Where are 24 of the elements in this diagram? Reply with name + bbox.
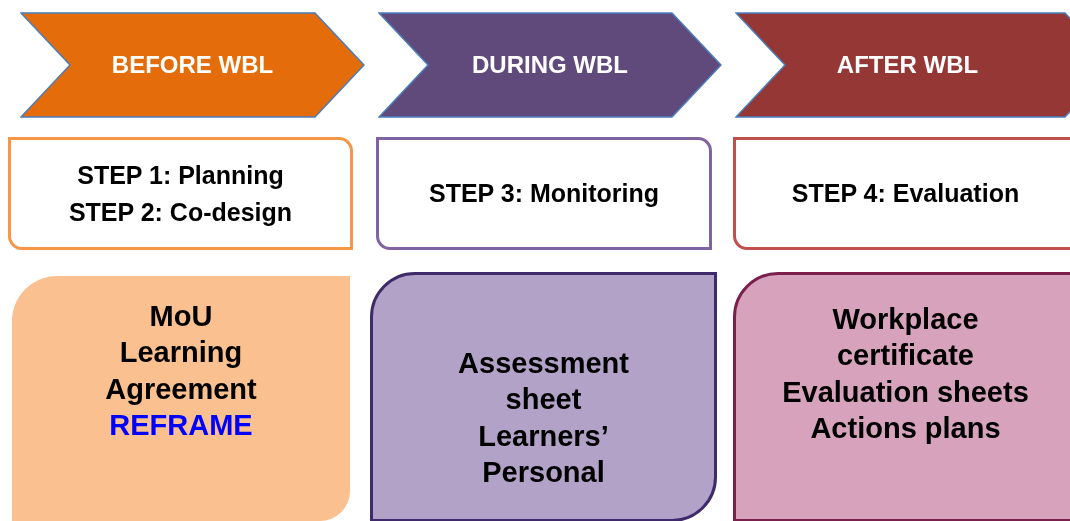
step-label: STEP 4: Evaluation [791,178,1020,210]
content-text: Evaluation sheets [782,374,1029,410]
step-box [376,137,712,250]
step-label: STEP 3: Monitoring [428,178,660,210]
content-text: Learners’ Personal [477,418,610,490]
phase-banner [378,12,722,118]
banner-label: DURING WBL [472,49,628,80]
content-text: Learning Agreement [104,335,258,407]
content-text: MoU [149,299,213,334]
content-box [733,272,1070,521]
content-box [12,276,350,521]
step-label: STEP 1: Planning [77,160,284,192]
content-text: Actions plans [810,410,1001,446]
content-text: Assessment sheet [457,346,630,418]
step-box [8,137,353,250]
banner-label: BEFORE WBL [111,49,274,80]
step-box [733,137,1070,250]
content-text: Workplace certificate [831,302,980,374]
content-box [370,272,717,521]
step-label: STEP 2: Co-design [68,196,293,228]
banner-label: AFTER WBL [836,49,979,80]
phase-banner [20,12,365,118]
content-text: REFRAME [109,407,253,443]
phase-banner [735,12,1070,118]
